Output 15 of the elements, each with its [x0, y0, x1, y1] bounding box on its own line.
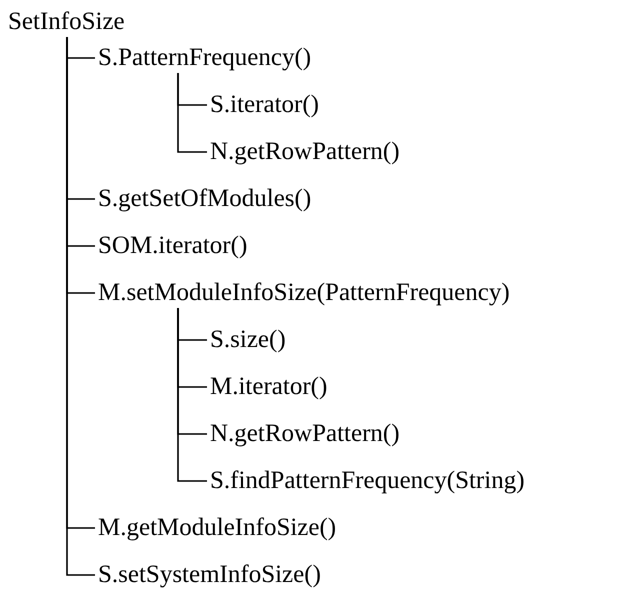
method-call-label: N.getRowPattern(): [210, 419, 400, 449]
method-call-label: S.findPatternFrequency(String): [210, 466, 525, 496]
tree-root-label: SetInfoSize: [8, 7, 125, 37]
method-call-label: SOM.iterator(): [98, 231, 248, 261]
method-call-label: S.getSetOfModules(): [98, 184, 312, 214]
method-call-label: M.getModuleInfoSize(): [98, 513, 336, 543]
method-call-label: N.getRowPattern(): [210, 137, 400, 167]
tree-connector: [177, 308, 207, 482]
method-call-label: S.size(): [210, 325, 286, 355]
method-call-label: S.PatternFrequency(): [98, 43, 312, 73]
method-call-label: S.iterator(): [210, 90, 319, 120]
tree-connector: [177, 73, 207, 153]
method-call-label: M.setModuleInfoSize(PatternFrequency): [98, 278, 510, 308]
method-call-label: S.setSystemInfoSize(): [98, 560, 321, 590]
method-call-label: M.iterator(): [210, 372, 328, 402]
